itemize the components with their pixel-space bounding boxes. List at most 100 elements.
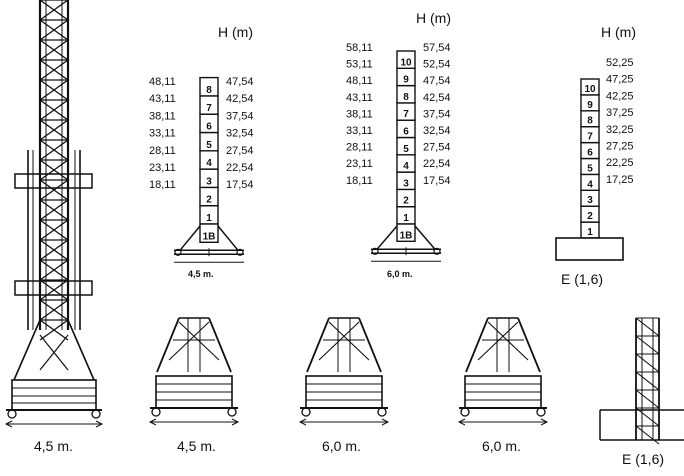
- column-b-header: H (m): [416, 10, 451, 26]
- base-wheel: [433, 247, 441, 255]
- base-segment-label: 1B: [203, 231, 216, 242]
- height-label-right: 42,54: [423, 92, 451, 104]
- segment-number: 1: [206, 213, 212, 224]
- height-label-left: 23,11: [149, 162, 176, 174]
- height-label-right: 52,54: [423, 59, 451, 71]
- height-label-right: 47,25: [606, 74, 634, 86]
- height-label-left: 38,11: [149, 110, 176, 122]
- segment-number: 9: [403, 75, 409, 86]
- segment-number: 1: [587, 227, 593, 238]
- column-a-footer: 4,5 m.: [188, 269, 214, 279]
- column-b-left-heights: 58,1153,1148,1143,1138,1133,1128,1123,11…: [346, 42, 373, 187]
- height-label-right: 27,54: [423, 142, 451, 154]
- height-label-right: 42,54: [226, 93, 254, 105]
- column-a-header: H (m): [218, 24, 253, 40]
- height-label-right: 22,54: [423, 158, 451, 170]
- base-unit: [148, 317, 240, 426]
- segment-number: 2: [206, 195, 212, 206]
- height-label-right: 17,54: [226, 179, 254, 191]
- height-label-left: 48,11: [149, 76, 176, 88]
- height-label-left: 23,11: [346, 158, 373, 170]
- segment-box: [396, 50, 416, 69]
- column-c-footer: E (1,6): [561, 271, 603, 287]
- base-leg: [376, 225, 398, 250]
- height-label-right: 17,25: [606, 174, 634, 186]
- height-label-left: 43,11: [346, 92, 373, 104]
- height-label-right: 37,54: [226, 110, 254, 122]
- height-label-left: 53,11: [346, 59, 373, 71]
- height-label-right: 27,25: [606, 141, 634, 153]
- bottom-label-3: 6,0 m.: [322, 438, 361, 454]
- column-c-header: H (m): [601, 24, 636, 40]
- height-label-right: 37,25: [606, 107, 634, 119]
- height-label-left: 43,11: [149, 93, 176, 105]
- segment-number: 10: [584, 84, 596, 95]
- height-label-left: 28,11: [149, 145, 176, 157]
- segment-number: 10: [400, 57, 412, 68]
- height-label-left: 18,11: [346, 175, 373, 187]
- height-label-left: 18,11: [149, 179, 176, 191]
- segment-number: 6: [587, 148, 593, 159]
- height-label-left: 28,11: [346, 142, 373, 154]
- segment-number: 3: [587, 195, 593, 206]
- height-label-right: 22,54: [226, 162, 254, 174]
- height-label-right: 17,54: [423, 175, 451, 187]
- base-wheel: [371, 247, 379, 255]
- segment-number: 5: [403, 144, 409, 155]
- segment-number: 8: [587, 116, 593, 127]
- height-label-left: 33,11: [346, 125, 373, 137]
- height-label-right: 47,54: [423, 75, 451, 87]
- column-c-right-heights: 52,25 47,25 42,25 37,25 32,25 27,25 22,25 17,25: [606, 57, 634, 186]
- height-label-left: 48,11: [346, 75, 373, 87]
- base-wheel: [174, 248, 182, 256]
- base-wheel: [236, 248, 244, 256]
- segment-number: 5: [587, 163, 593, 174]
- base-unit: [298, 317, 390, 426]
- column-a: H (m) 1 2 3 4 5 6 7 8 1B 48,11 43,11 38,11 33,11 28,…: [149, 24, 254, 279]
- segment-number: 7: [206, 103, 212, 114]
- segment-box: [199, 76, 219, 97]
- column-a-right-heights: 47,54 42,54 37,54 32,54 27,54 22,54 17,54: [226, 76, 254, 191]
- column-a-left-heights: 48,11 43,11 38,11 33,11 28,11 23,11 18,11: [149, 76, 176, 191]
- bottom-e-block: [599, 317, 684, 445]
- base-segment-box: [396, 223, 416, 242]
- height-label-right: 32,25: [606, 124, 634, 136]
- segment-number: 8: [206, 85, 212, 96]
- bottom-label-1: 4,5 m.: [34, 438, 73, 454]
- segment-number: 5: [206, 140, 212, 151]
- height-label-right: 42,25: [606, 90, 634, 102]
- segment-number: 8: [403, 92, 409, 103]
- column-b-right-heights: 57,5452,5447,5442,5437,5432,5427,5422,54…: [423, 42, 451, 187]
- segment-number: 3: [403, 178, 409, 189]
- segment-number: 2: [403, 196, 409, 207]
- column-b-footer: 6,0 m.: [387, 269, 413, 279]
- height-label-right: 47,54: [226, 76, 254, 88]
- tall-mast-drawing: [4, 0, 104, 428]
- height-label-right: 27,54: [226, 145, 254, 157]
- bottom-label-2: 4,5 m.: [177, 438, 216, 454]
- segment-number: 3: [206, 176, 212, 187]
- height-label-left: 58,11: [346, 42, 373, 54]
- segment-number: 1: [403, 213, 409, 224]
- height-label-right: 52,25: [606, 57, 634, 69]
- segment-number: 6: [206, 122, 212, 133]
- height-label-right: 22,25: [606, 157, 634, 169]
- segment-box: [580, 78, 600, 96]
- segment-number: 6: [403, 127, 409, 138]
- segment-number: 7: [587, 132, 593, 143]
- bottom-label-4: 6,0 m.: [482, 438, 521, 454]
- height-label-left: 33,11: [149, 128, 176, 140]
- foundation-slab: [555, 237, 624, 261]
- base-segment-label: 1B: [400, 230, 413, 241]
- base-leg: [179, 225, 201, 251]
- segment-number: 2: [587, 211, 593, 222]
- height-label-right: 32,54: [226, 128, 254, 140]
- segment-number: 7: [403, 109, 409, 120]
- bottom-label-5: E (1,6): [622, 451, 664, 467]
- segment-number: 4: [587, 179, 593, 190]
- segment-number: 4: [206, 158, 212, 169]
